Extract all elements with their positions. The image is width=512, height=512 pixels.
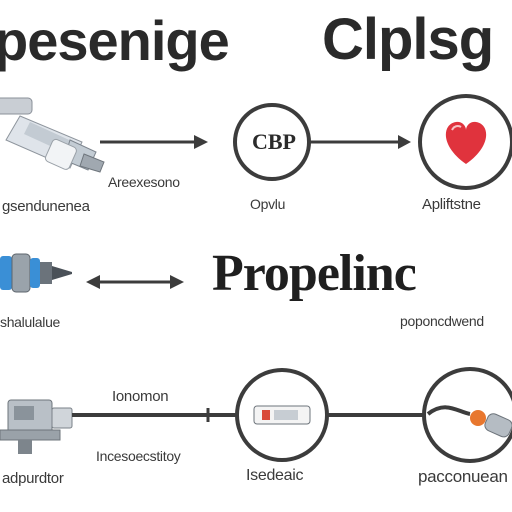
- label-row1-right: Apliftstne: [422, 196, 481, 213]
- label-row3-right: pacconuean: [418, 467, 508, 486]
- syringe-icon: [0, 97, 105, 173]
- label-row3-top: Ionomon: [112, 388, 169, 405]
- circle-cbp-text: CBP: [252, 129, 296, 154]
- title-middle: Propelinc: [212, 245, 417, 302]
- connector-icon: [426, 405, 512, 438]
- arrow-1-head: [194, 135, 208, 149]
- label-arrow-1: Areexesono: [108, 174, 180, 190]
- arrow-2-head: [398, 135, 411, 149]
- pump-icon: [0, 399, 73, 454]
- heart-icon: [445, 121, 487, 164]
- capsule-icon: [253, 405, 311, 425]
- label-row3-left: Incesoecstitoy: [96, 448, 181, 464]
- title-left: pesenige: [0, 9, 230, 72]
- double-arrow-right-head: [170, 275, 184, 289]
- double-arrow-left-head: [86, 275, 100, 289]
- row3-diagram: [0, 367, 512, 463]
- row1-diagram: [0, 94, 512, 190]
- label-row1-left: gsendunenea: [2, 198, 90, 215]
- label-row2-right: poponcdwend: [400, 313, 484, 329]
- title-right: Clplsg: [322, 7, 494, 72]
- label-row2-left: shalulalue: [0, 314, 61, 330]
- row2-diagram: [0, 253, 184, 293]
- label-row1-mid: Opvlu: [250, 196, 286, 212]
- label-row3-mid: Isedeaic: [246, 467, 304, 484]
- label-row3-bottom-left: adpurdtor: [2, 470, 64, 487]
- plug-icon: [0, 253, 72, 293]
